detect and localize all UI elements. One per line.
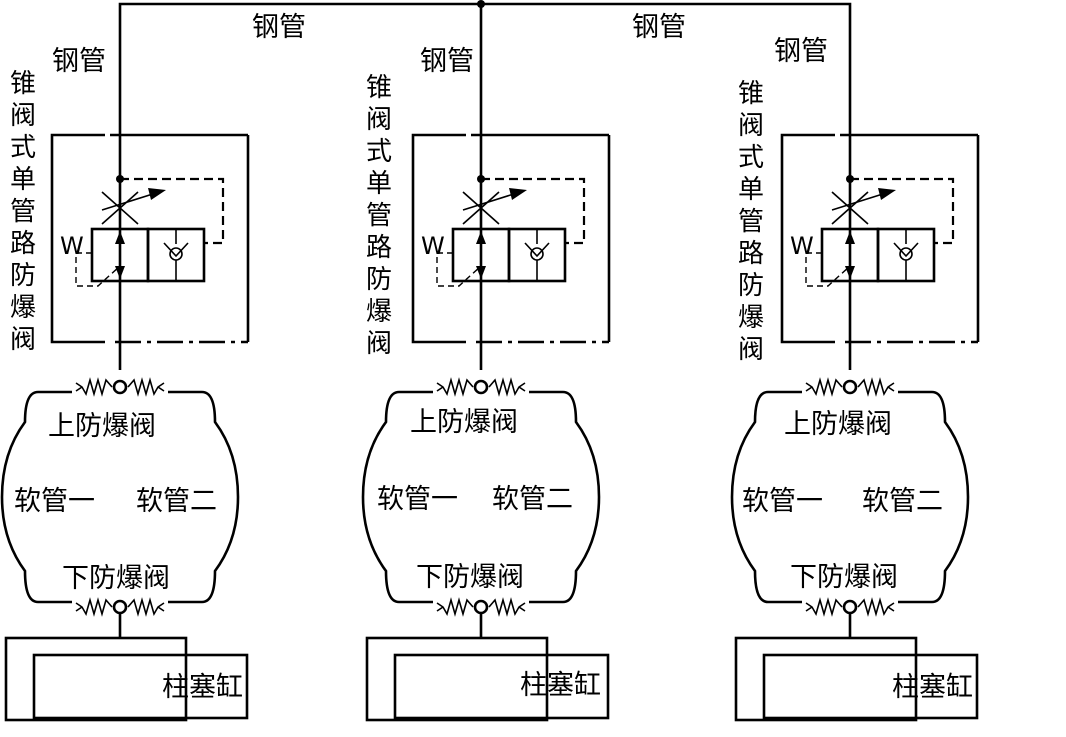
cone-valve-label-char: 阀 (738, 111, 764, 141)
cone-valve-label-char: 防 (738, 271, 764, 301)
hose-one-label-center: 软管一 (377, 484, 458, 515)
cone-valve-label-char: 锥 (738, 79, 764, 109)
steel-pipe-manifold (118, 0, 852, 370)
hose-one-label-left: 软管一 (14, 486, 95, 517)
cylinder-label-center: 柱塞缸 (520, 670, 601, 701)
hose-two-label-center: 软管二 (492, 484, 573, 515)
cone-valve-label-char: 管 (10, 197, 36, 227)
cone-valve-label-char: 爆 (366, 297, 392, 327)
cone-valve-label-char: 式 (366, 137, 392, 167)
cone-valve-label-char: 路 (366, 233, 392, 263)
cone-valve-label-char: 阀 (366, 329, 392, 359)
cone-valve-label-char: 爆 (738, 303, 764, 333)
upper-valve-label-left: 上防爆阀 (48, 411, 156, 442)
cone-valve-label-char: 管 (366, 201, 392, 231)
lower-valve-label-right: 下防爆阀 (790, 562, 898, 593)
cone-valve-label-char: 防 (10, 261, 36, 291)
upper-valve-label-right: 上防爆阀 (784, 409, 892, 440)
cone-valve-label-char: 式 (738, 143, 764, 173)
cone-valve-label-char: 防 (366, 265, 392, 295)
steel-pipe-label-center: 钢管 (420, 46, 474, 77)
steel-pipe-label-top-right: 钢管 (632, 12, 686, 43)
upper-valve-label-center: 上防爆阀 (410, 407, 518, 438)
cone-valve-label-char: 锥 (10, 69, 36, 99)
cone-valve-label-char: 阀 (366, 105, 392, 135)
cylinder-label-right: 柱塞缸 (892, 672, 973, 703)
cone-valve-label-char: 单 (738, 175, 764, 205)
cone-valve-label-char: 爆 (10, 293, 36, 323)
lower-valve-label-center: 下防爆阀 (416, 562, 524, 593)
cone-valve-label-char: 单 (366, 169, 392, 199)
cone-valve-label-char: 路 (10, 229, 36, 259)
hose-two-label-left: 软管二 (136, 486, 217, 517)
hose-one-label-right: 软管一 (742, 486, 823, 517)
steel-pipe-label-left: 钢管 (52, 46, 106, 77)
cone-valve-label-char: 锥 (366, 73, 392, 103)
cone-valve-label-char: 管 (738, 207, 764, 237)
cone-valve-label-char: 阀 (10, 325, 36, 355)
steel-pipe-label-right: 钢管 (774, 36, 828, 67)
cone-valve-label-char: 阀 (10, 101, 36, 131)
cylinder-label-left: 柱塞缸 (162, 672, 243, 703)
steel-pipe-label-top-left: 钢管 (252, 12, 306, 43)
cone-valve-label-char: 单 (10, 165, 36, 195)
cone-valve-label-char: 式 (10, 133, 36, 163)
cone-valve-label-char: 阀 (738, 335, 764, 365)
lower-valve-label-left: 下防爆阀 (62, 563, 170, 594)
cone-valve-label-char: 路 (738, 239, 764, 269)
hose-two-label-right: 软管二 (862, 486, 943, 517)
